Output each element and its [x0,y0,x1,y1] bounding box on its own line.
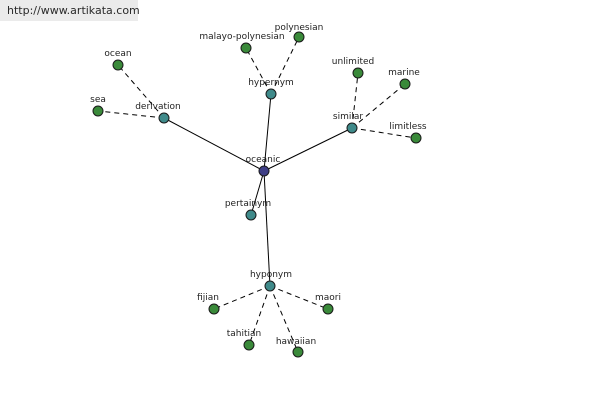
node-polynesian[interactable]: polynesian [275,23,324,43]
node-maori[interactable]: maori [315,293,341,315]
node-derivation[interactable]: derivation [135,102,181,124]
node-label-marine: marine [388,68,420,78]
edge-oceanic-to-similar [263,127,353,172]
graph-edges [97,36,417,353]
node-marker-sea[interactable] [92,105,104,117]
node-marker-tahitian[interactable] [243,339,255,351]
node-marker-similar[interactable] [346,122,358,134]
node-marker-hyponym[interactable] [264,280,276,292]
edge-derivation-to-ocean [117,64,165,119]
node-label-ocean: ocean [104,49,131,59]
node-marker-polynesian[interactable] [293,31,305,43]
node-marker-ocean[interactable] [112,59,124,71]
edge-similar-to-unlimited [351,72,359,129]
node-label-maori: maori [315,293,341,303]
node-tahitian[interactable]: tahitian [227,329,262,351]
node-label-polynesian: polynesian [275,23,324,33]
node-unlimited[interactable]: unlimited [332,57,374,79]
node-label-unlimited: unlimited [332,57,374,67]
node-limitless[interactable]: limitless [389,122,427,144]
node-label-hypernym: hypernym [248,78,294,88]
node-marker-malayo-polynesian[interactable] [240,42,252,54]
node-marker-limitless[interactable] [410,132,422,144]
node-marker-fijian[interactable] [208,303,220,315]
node-marine[interactable]: marine [388,68,420,90]
node-similar[interactable]: similar [333,112,363,134]
edge-derivation-to-sea [97,110,165,119]
node-hawaiian[interactable]: hawaiian [276,337,316,358]
node-marker-derivation[interactable] [158,112,170,124]
edge-hyponym-to-hawaiian [269,285,299,353]
url-link[interactable]: http://www.artikata.com [7,4,140,17]
node-marker-maori[interactable] [322,303,334,315]
node-label-hyponym: hyponym [250,270,292,280]
node-label-limitless: limitless [389,122,427,132]
node-marker-oceanic[interactable] [258,165,270,177]
url-banner: http://www.artikata.com [0,0,140,21]
node-label-pertainym: pertainym [225,199,271,209]
node-fijian[interactable]: fijian [197,293,220,315]
node-label-sea: sea [90,95,106,105]
node-label-oceanic: oceanic [246,155,281,165]
edge-hyponym-to-fijian [213,285,271,310]
node-pertainym[interactable]: pertainym [225,199,271,221]
node-marker-hypernym[interactable] [265,88,277,100]
edge-oceanic-to-hyponym [263,170,271,287]
edge-hypernym-to-polynesian [270,36,300,95]
node-label-tahitian: tahitian [227,329,262,339]
node-marker-marine[interactable] [399,78,411,90]
node-marker-unlimited[interactable] [352,67,364,79]
edge-similar-to-marine [351,83,406,129]
node-malayo-polynesian[interactable]: malayo-polynesian [199,32,285,54]
node-oceanic[interactable]: oceanic [246,155,281,177]
edge-oceanic-to-derivation [163,117,265,172]
edge-oceanic-to-hypernym [263,93,272,172]
edge-hyponym-to-maori [269,285,329,310]
edge-hyponym-to-tahitian [248,285,271,346]
node-label-derivation: derivation [135,102,181,112]
node-hyponym[interactable]: hyponym [250,270,292,292]
node-sea[interactable]: sea [90,95,106,117]
node-label-hawaiian: hawaiian [276,337,316,347]
node-marker-hawaiian[interactable] [292,346,304,358]
node-ocean[interactable]: ocean [104,49,132,71]
node-label-malayo-polynesian: malayo-polynesian [199,32,284,42]
node-hypernym[interactable]: hypernym [248,78,294,100]
graph-nodes: oceanic hypernym derivation similar pertainy… [90,23,427,358]
edge-oceanic-to-pertainym [250,170,265,216]
edge-similar-to-limitless [351,127,417,139]
node-label-similar: similar [333,112,363,122]
node-label-fijian: fijian [197,293,219,303]
node-marker-pertainym[interactable] [245,209,257,221]
